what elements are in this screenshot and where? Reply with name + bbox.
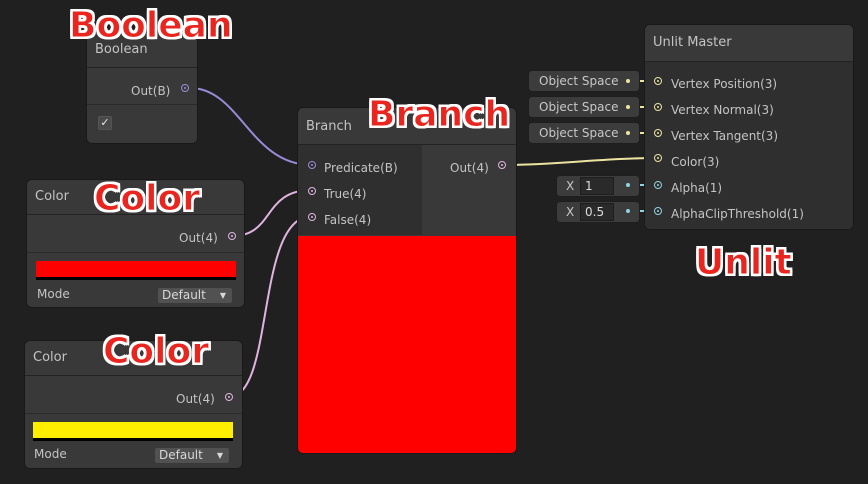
unlit-master-node[interactable]: Unlit Master Vertex Position(3) Vertex N… [645, 25, 853, 229]
unlit-master-title: Unlit Master [645, 25, 853, 62]
color-1-mode-dropdown[interactable]: Default ▼ [158, 288, 232, 303]
space-chip-2-port [626, 105, 630, 109]
unlit-port-alphaclip-label: AlphaClipThreshold(1) [671, 207, 804, 221]
alpha-value-input[interactable]: 1 [580, 177, 614, 195]
space-chip-1-port [626, 79, 630, 83]
vertex-position-space-chip[interactable]: Object Space [529, 71, 639, 91]
unlit-port-vertex-position-label: Vertex Position(3) [671, 77, 778, 91]
color-node-1[interactable]: Color Out(4) Mode Default ▼ [27, 180, 244, 307]
unlit-port-alpha-label: Alpha(1) [671, 181, 723, 195]
color-2-out-label: Out(4) [176, 392, 215, 406]
boolean-node-title: Boolean [87, 33, 197, 68]
color-2-mode-dropdown[interactable]: Default ▼ [155, 448, 229, 463]
alpha-chip-port [626, 183, 630, 187]
chevron-down-icon: ▼ [216, 451, 223, 460]
color-2-swatch-alpha [33, 438, 233, 441]
vertex-tangent-space-chip[interactable]: Object Space [529, 123, 639, 143]
branch-out-port[interactable] [498, 161, 506, 169]
unlit-alpha-port[interactable] [654, 181, 662, 189]
space-chip-3-port [626, 131, 630, 135]
color-1-swatch-alpha [36, 277, 236, 280]
alphaclip-chip-port [626, 209, 630, 213]
boolean-checkbox[interactable]: ✓ [98, 116, 112, 130]
unlit-vertex-tangent-port[interactable] [654, 129, 662, 137]
annotation-unlit: Unlit [695, 242, 793, 283]
unlit-alphaclip-port[interactable] [654, 207, 662, 215]
color-1-out-label: Out(4) [179, 231, 218, 245]
unlit-vertex-normal-port[interactable] [654, 103, 662, 111]
branch-node[interactable]: Branch Predicate(B) True(4) False(4) Out… [298, 108, 516, 453]
color-2-mode-label: Mode [34, 447, 67, 461]
color-2-mode-value: Default [159, 448, 203, 462]
color-2-divider [25, 413, 242, 414]
space-chip-label: Object Space [539, 74, 619, 88]
branch-out-label: Out(4) [450, 161, 489, 175]
boolean-node[interactable]: Boolean Out(B) ✓ [87, 33, 197, 143]
color-node-1-title: Color [27, 180, 244, 215]
alphaclip-value-chip[interactable]: X 0.5 [557, 202, 639, 222]
branch-input-false-label: False(4) [324, 213, 372, 227]
branch-predicate-port[interactable] [308, 161, 316, 169]
color-node-1-body: Out(4) Mode Default ▼ [27, 215, 244, 307]
unlit-port-vertex-tangent-label: Vertex Tangent(3) [671, 129, 778, 143]
boolean-out-port-dot[interactable] [181, 84, 189, 92]
color-1-divider [27, 252, 244, 253]
annotation-branch: Branch [367, 94, 511, 135]
wire-branch-to-color [501, 157, 659, 166]
unlit-color-port[interactable] [654, 154, 662, 162]
unlit-port-color-label: Color(3) [671, 155, 720, 169]
color-2-out-port[interactable] [225, 393, 233, 401]
branch-inputs-panel [298, 145, 422, 235]
branch-outputs-panel [423, 145, 516, 235]
check-icon: ✓ [100, 116, 110, 129]
color-node-2-body: Out(4) Mode Default ▼ [25, 376, 242, 468]
alpha-axis-label: X [566, 179, 575, 193]
boolean-out-label: Out(B) [131, 84, 171, 98]
color-2-swatch[interactable] [33, 422, 233, 438]
color-1-mode-value: Default [162, 288, 206, 302]
boolean-node-body: Out(B) ✓ [87, 68, 197, 143]
annotation-color-2: Color [103, 331, 210, 372]
branch-true-port[interactable] [308, 187, 316, 195]
color-1-out-port[interactable] [228, 232, 236, 240]
annotation-boolean: Boolean [69, 5, 234, 46]
branch-input-predicate-label: Predicate(B) [324, 161, 398, 175]
color-1-swatch[interactable] [36, 261, 236, 277]
space-chip-label: Object Space [539, 100, 619, 114]
unlit-vertex-position-port[interactable] [654, 77, 662, 85]
alpha-value-chip[interactable]: X 1 [557, 176, 639, 196]
branch-preview [298, 236, 516, 453]
branch-false-port[interactable] [308, 213, 316, 221]
boolean-divider [87, 104, 197, 105]
color-node-2-title: Color [25, 341, 242, 376]
unlit-port-vertex-normal-label: Vertex Normal(3) [671, 103, 774, 117]
branch-input-true-label: True(4) [324, 187, 367, 201]
vertex-normal-space-chip[interactable]: Object Space [529, 97, 639, 117]
alphaclip-axis-label: X [566, 205, 575, 219]
chevron-down-icon: ▼ [219, 291, 226, 300]
space-chip-label: Object Space [539, 126, 619, 140]
color-1-mode-label: Mode [37, 287, 70, 301]
unlit-master-body [645, 62, 853, 229]
color-node-2[interactable]: Color Out(4) Mode Default ▼ [25, 341, 242, 468]
branch-node-title: Branch [298, 108, 516, 145]
annotation-color-1: Color [94, 178, 201, 219]
wire-boolean-to-predicate [189, 87, 313, 166]
alphaclip-value-input[interactable]: 0.5 [580, 203, 614, 221]
